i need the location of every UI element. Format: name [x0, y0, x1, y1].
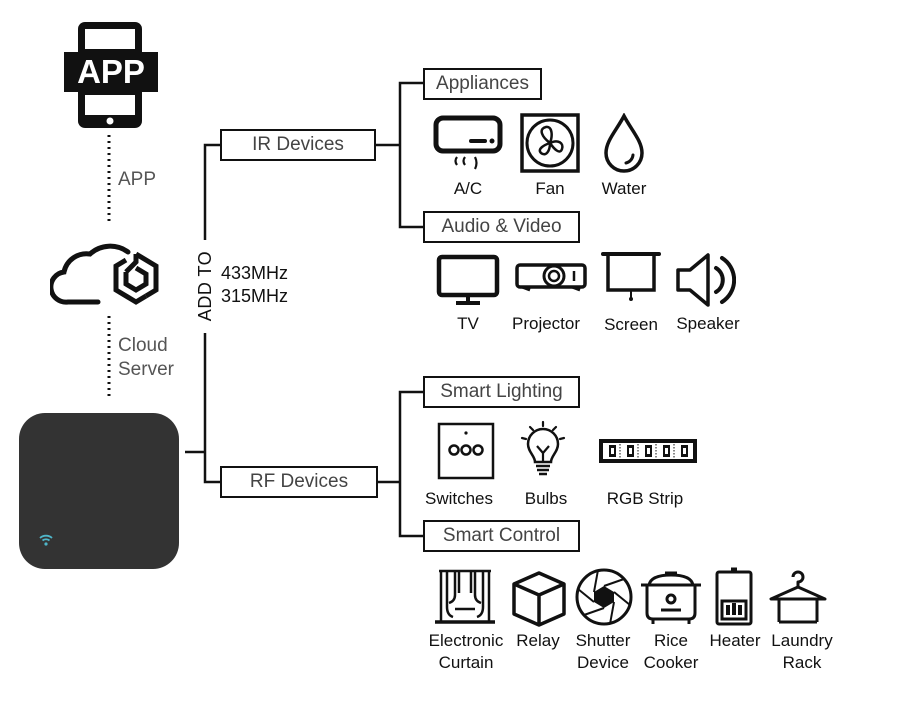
light-bulb-icon: [518, 420, 568, 485]
rgb-strip-icon: [598, 438, 698, 469]
device-label-tv: TV: [457, 314, 479, 333]
fan-icon: [520, 113, 580, 178]
switch-panel-icon: [437, 422, 495, 485]
tv-icon: [436, 254, 500, 311]
add-to-label: ADD TO: [195, 250, 215, 322]
device-label-rgb-strip: RGB Strip: [606, 489, 684, 508]
device-label-relay: Relay: [516, 631, 560, 650]
water-heater-icon: [713, 567, 755, 632]
rice-cooker-icon: [639, 567, 703, 632]
rf-subtrunk: [398, 390, 423, 538]
projection-screen-icon: [601, 250, 661, 309]
device-label-fan: Fan: [535, 179, 565, 198]
freq-315-label: 315MHz: [221, 286, 289, 306]
device-label-rice-cooker-1: Rice: [653, 631, 688, 650]
device-label-bulbs: Bulbs: [524, 489, 568, 508]
ir-subtrunk: [398, 81, 423, 229]
device-label-switches: Switches: [424, 489, 494, 508]
device-label-screen: Screen: [604, 315, 658, 334]
device-label-laundry-rack-2: Rack: [782, 653, 822, 672]
rf-devices-box: RF Devices: [220, 466, 378, 498]
ac-icon: [433, 115, 505, 178]
device-label-laundry-rack-1: Laundry: [771, 631, 833, 650]
device-label-shutter-device-1: Shutter: [575, 631, 631, 650]
device-label-electronic-curtain-2: Curtain: [438, 653, 494, 672]
wifi-indicator-icon: [39, 533, 53, 551]
hub-device: [19, 413, 179, 569]
freq-433-label: 433MHz: [221, 263, 289, 283]
cloud-label-line2: Server: [118, 359, 174, 380]
relay-cube-icon: [511, 570, 567, 633]
ir-devices-box: IR Devices: [220, 129, 376, 161]
app-icon-text: APP: [77, 53, 145, 90]
laundry-rack-hanger-icon: [767, 567, 829, 632]
smart-lighting-box: Smart Lighting: [423, 376, 580, 408]
curtain-icon: [433, 567, 497, 630]
shutter-aperture-icon: [574, 567, 634, 632]
appliances-box: Appliances: [423, 68, 542, 100]
smart-control-box: Smart Control: [423, 520, 580, 552]
device-label-ac: A/C: [453, 179, 483, 198]
device-label-heater: Heater: [709, 631, 761, 650]
device-label-rice-cooker-2: Cooker: [643, 653, 699, 672]
device-label-electronic-curtain-1: Electronic: [428, 631, 504, 650]
audio-video-box: Audio & Video: [423, 211, 580, 243]
trunk-top: [203, 143, 220, 240]
projector-icon: [514, 260, 588, 299]
app-label: APP: [118, 169, 157, 190]
speaker-icon: [674, 250, 737, 315]
trunk-bottom: [203, 333, 220, 484]
device-label-projector: Projector: [511, 314, 581, 333]
water-drop-icon: [602, 112, 646, 178]
device-label-water: Water: [601, 179, 647, 198]
app-phone-icon: APP: [64, 20, 158, 130]
cloud-label-line1: Cloud: [118, 335, 168, 356]
device-label-shutter-device-2: Device: [577, 653, 629, 672]
cloud-server-icon: [48, 232, 168, 317]
device-label-speaker: Speaker: [676, 314, 740, 333]
